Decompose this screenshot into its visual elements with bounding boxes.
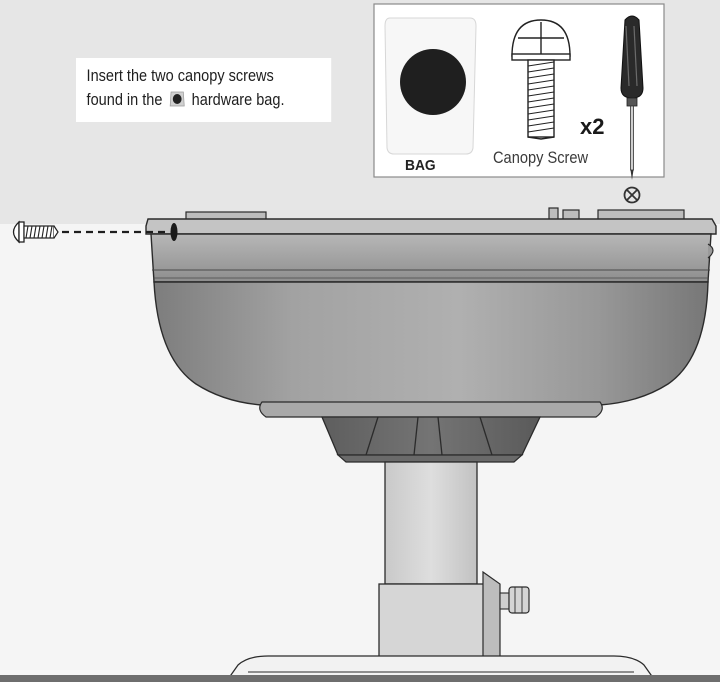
hardware-bag-icon: [169, 91, 185, 107]
set-screw: [499, 586, 530, 614]
bag-icon: [384, 17, 477, 155]
phillips-head-icon: [623, 186, 641, 204]
canopy-bottom-ring: [259, 401, 603, 418]
bag-label: BAG: [405, 157, 436, 174]
quantity-label: x2: [580, 114, 605, 139]
canopy-screw-icon: [511, 19, 571, 140]
instruction-text: Insert the two canopy screws found in th…: [76, 58, 332, 122]
canopy-bowl: [153, 281, 709, 406]
screwdriver-icon: [620, 15, 644, 180]
canopy-rim: [150, 233, 712, 283]
bottom-bar: [0, 675, 720, 682]
loose-screw-icon: [12, 220, 59, 244]
canopy-screw-label: Canopy Screw: [493, 148, 589, 167]
instruction-line-1: Insert the two canopy screws: [86, 67, 274, 85]
instruction-line-2-end: hardware bag.: [191, 91, 285, 109]
screw-hole: [170, 223, 178, 241]
motor-housing: [378, 583, 500, 665]
parts-box: [373, 3, 665, 178]
motor-collar: [321, 416, 542, 456]
canopy-top-plate: [145, 207, 717, 235]
instruction-line-2-start: found in the: [86, 91, 163, 109]
downrod: [384, 461, 478, 585]
